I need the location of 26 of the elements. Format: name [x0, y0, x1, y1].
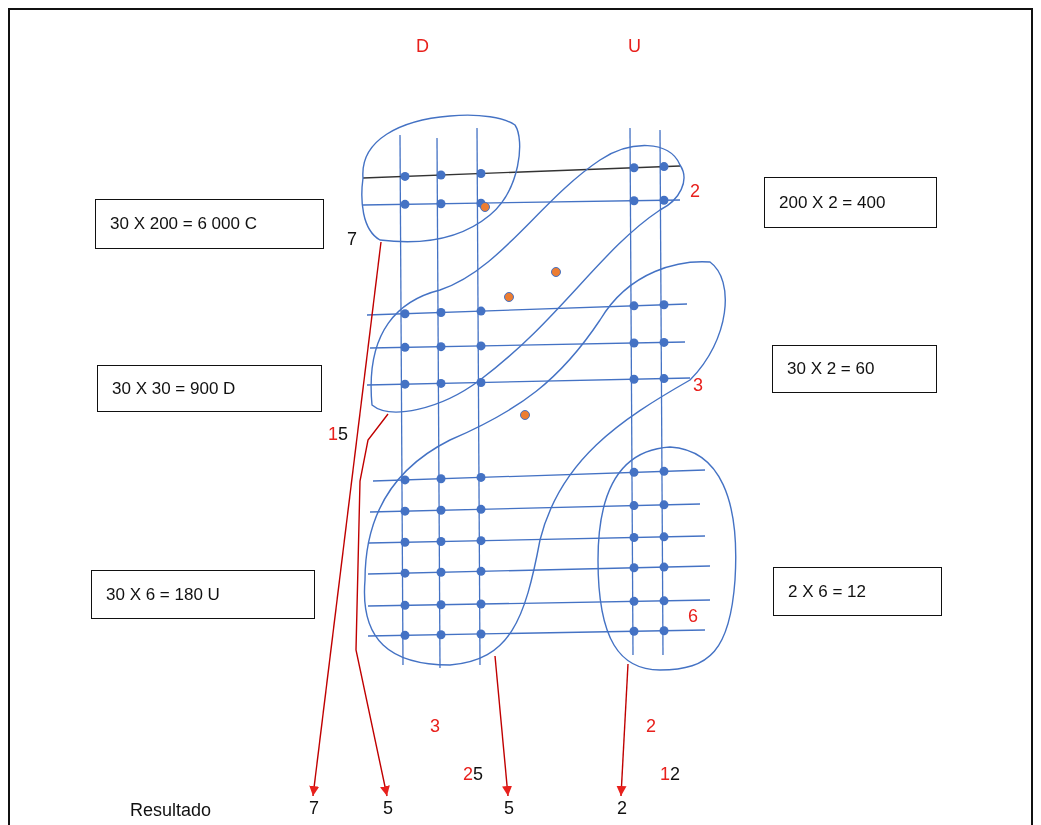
- result-digit: 5: [503, 798, 515, 818]
- arrow: [616, 663, 629, 797]
- equation-box: 30 X 200 = 6 000 C: [95, 199, 324, 249]
- digit-label: 25: [463, 764, 484, 784]
- digit-label: 2: [646, 716, 656, 736]
- digit-label: U: [628, 36, 641, 56]
- digit-label: 7: [347, 229, 357, 249]
- equation-box: 30 X 2 = 60: [772, 345, 937, 393]
- arrow: [355, 413, 390, 797]
- digit-label: 2: [690, 181, 700, 201]
- digit-label: 12: [660, 764, 681, 784]
- digit-label: D: [416, 36, 429, 56]
- equation-box: 30 X 30 = 900 D: [97, 365, 322, 412]
- row-label: Resultado: [130, 800, 212, 820]
- digit-label: 15: [328, 424, 349, 444]
- digit-label: 3: [693, 375, 703, 395]
- equation-box: 200 X 2 = 400: [764, 177, 937, 228]
- arrow: [309, 241, 382, 797]
- result-digit: 5: [382, 798, 394, 818]
- digit-label: 3: [430, 716, 440, 736]
- result-digit: 2: [616, 798, 628, 818]
- arrow: [494, 655, 513, 797]
- equation-box: 30 X 6 = 180 U: [91, 570, 315, 619]
- equation-box: 2 X 6 = 12: [773, 567, 942, 616]
- digit-label: 6: [688, 606, 698, 626]
- result-digit: 7: [308, 798, 320, 818]
